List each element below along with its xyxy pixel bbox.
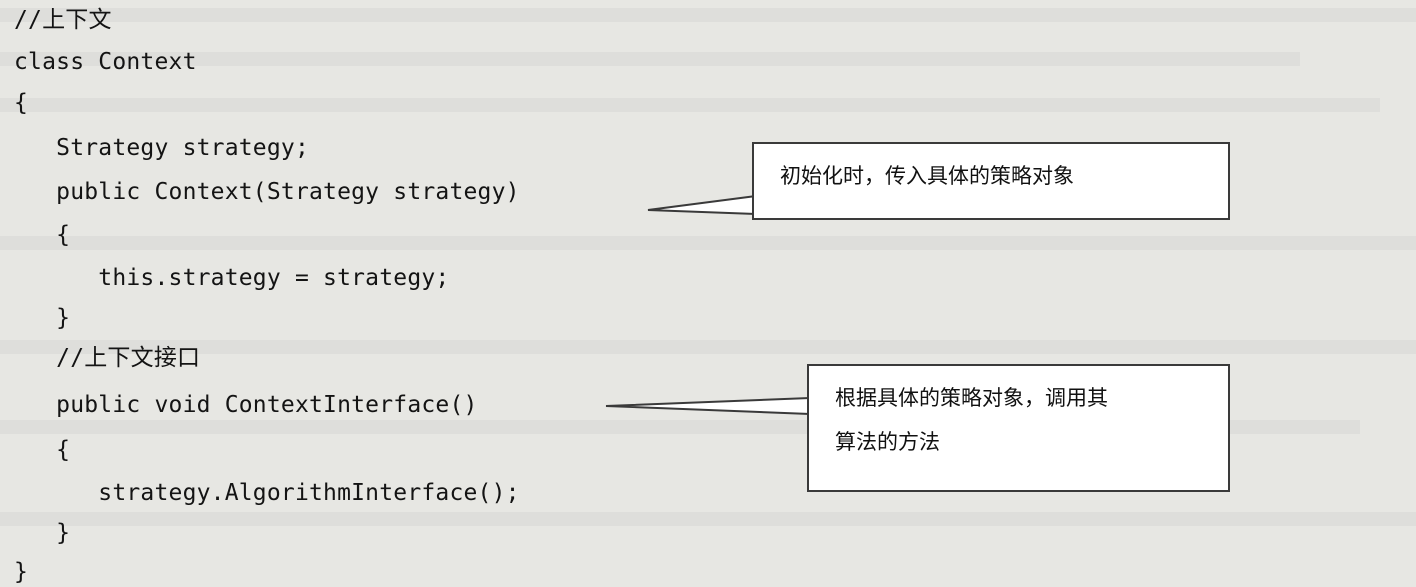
code-line: public Context(Strategy strategy) (14, 179, 520, 205)
code-line: { (14, 90, 29, 116)
code-line: strategy.AlgorithmInterface(); (14, 480, 520, 506)
code-line: this.strategy = strategy; (14, 265, 450, 291)
code-line: { (14, 222, 71, 248)
code-line: public void ContextInterface() (14, 392, 478, 418)
callout-pointer-constructor (647, 195, 757, 215)
code-line: { (14, 437, 71, 463)
code-line: } (14, 559, 29, 585)
callout-text: 初始化时，传入具体的策略对象 (780, 164, 1074, 188)
callout-text: 根据具体的策略对象，调用其 (835, 386, 1108, 410)
code-line: } (14, 305, 71, 331)
code-line: class Context (14, 49, 197, 75)
code-line: //上下文接口 (14, 345, 201, 371)
callout-constructor-note: 初始化时，传入具体的策略对象 (752, 142, 1230, 220)
callout-pointer-interface (605, 397, 811, 415)
code-line: //上下文 (14, 7, 112, 33)
callout-interface-note: 根据具体的策略对象，调用其 算法的方法 (807, 364, 1230, 492)
code-line: } (14, 520, 71, 546)
code-line: Strategy strategy; (14, 135, 309, 161)
callout-text: 算法的方法 (835, 430, 940, 454)
